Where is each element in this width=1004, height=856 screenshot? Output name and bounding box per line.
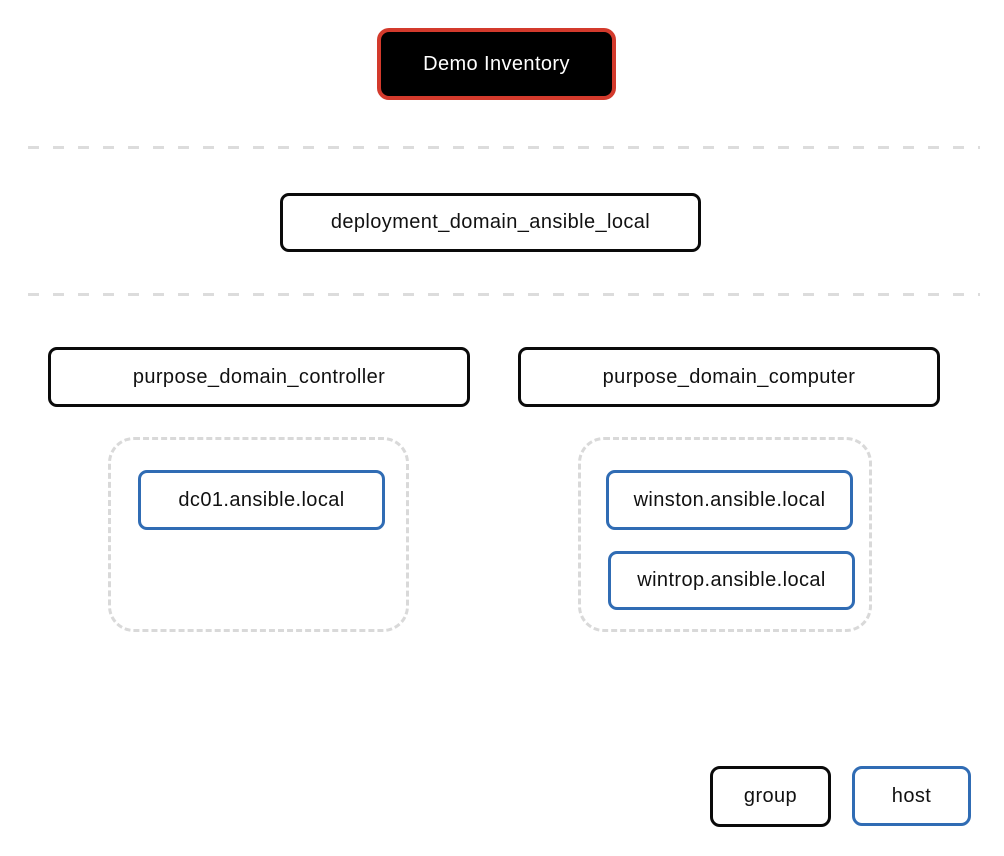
host-label: winston.ansible.local — [633, 488, 826, 511]
legend-group-key: group — [710, 766, 831, 827]
group-label: deployment_domain_ansible_local — [330, 211, 651, 233]
host-node-wintrop: wintrop.ansible.local — [608, 551, 855, 610]
separator-line-bottom — [28, 293, 980, 296]
legend-host-key: host — [852, 766, 971, 826]
group-node-deployment-domain: deployment_domain_ansible_local — [280, 193, 701, 252]
host-container-computer: winston.ansible.local wintrop.ansible.lo… — [578, 437, 872, 632]
separator-line-top — [28, 146, 980, 149]
group-node-purpose-domain-computer: purpose_domain_computer — [518, 347, 940, 407]
host-node-winston: winston.ansible.local — [606, 470, 853, 530]
inventory-node: Demo Inventory — [377, 28, 616, 100]
legend-group-label: group — [743, 785, 798, 807]
group-label: purpose_domain_computer — [602, 365, 856, 388]
host-label: dc01.ansible.local — [178, 488, 345, 511]
host-node-dc01: dc01.ansible.local — [138, 470, 385, 530]
host-label: wintrop.ansible.local — [637, 569, 826, 591]
group-label: purpose_domain_controller — [132, 365, 386, 388]
inventory-label: Demo Inventory — [423, 52, 570, 75]
host-container-controller: dc01.ansible.local — [108, 437, 409, 632]
group-node-purpose-domain-controller: purpose_domain_controller — [48, 347, 470, 407]
legend-host-label: host — [891, 784, 932, 807]
